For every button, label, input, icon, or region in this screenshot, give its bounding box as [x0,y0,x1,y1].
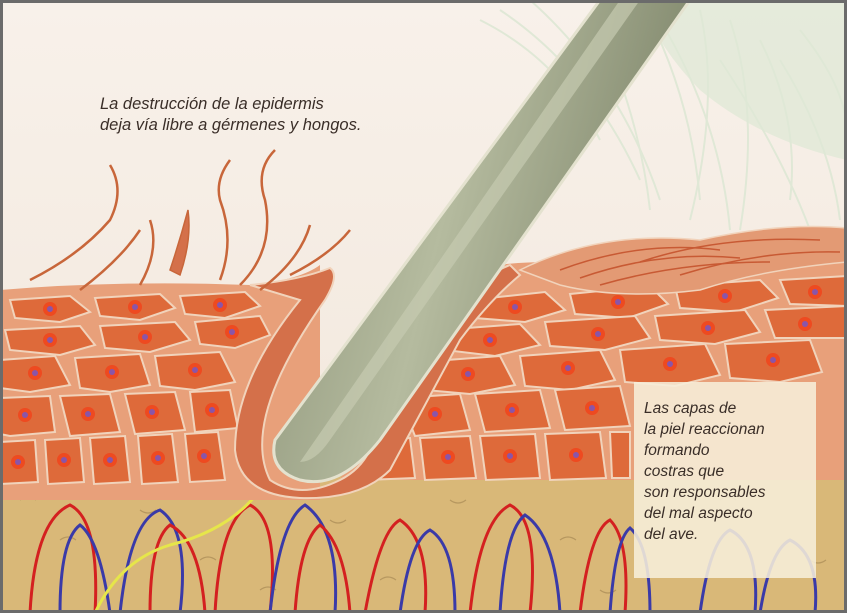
caption-skin-layers-reaction: Las capas de la piel reaccionan formando… [644,398,814,545]
caption-epidermis-destruction: La destrucción de la epidermis deja vía … [100,94,440,136]
